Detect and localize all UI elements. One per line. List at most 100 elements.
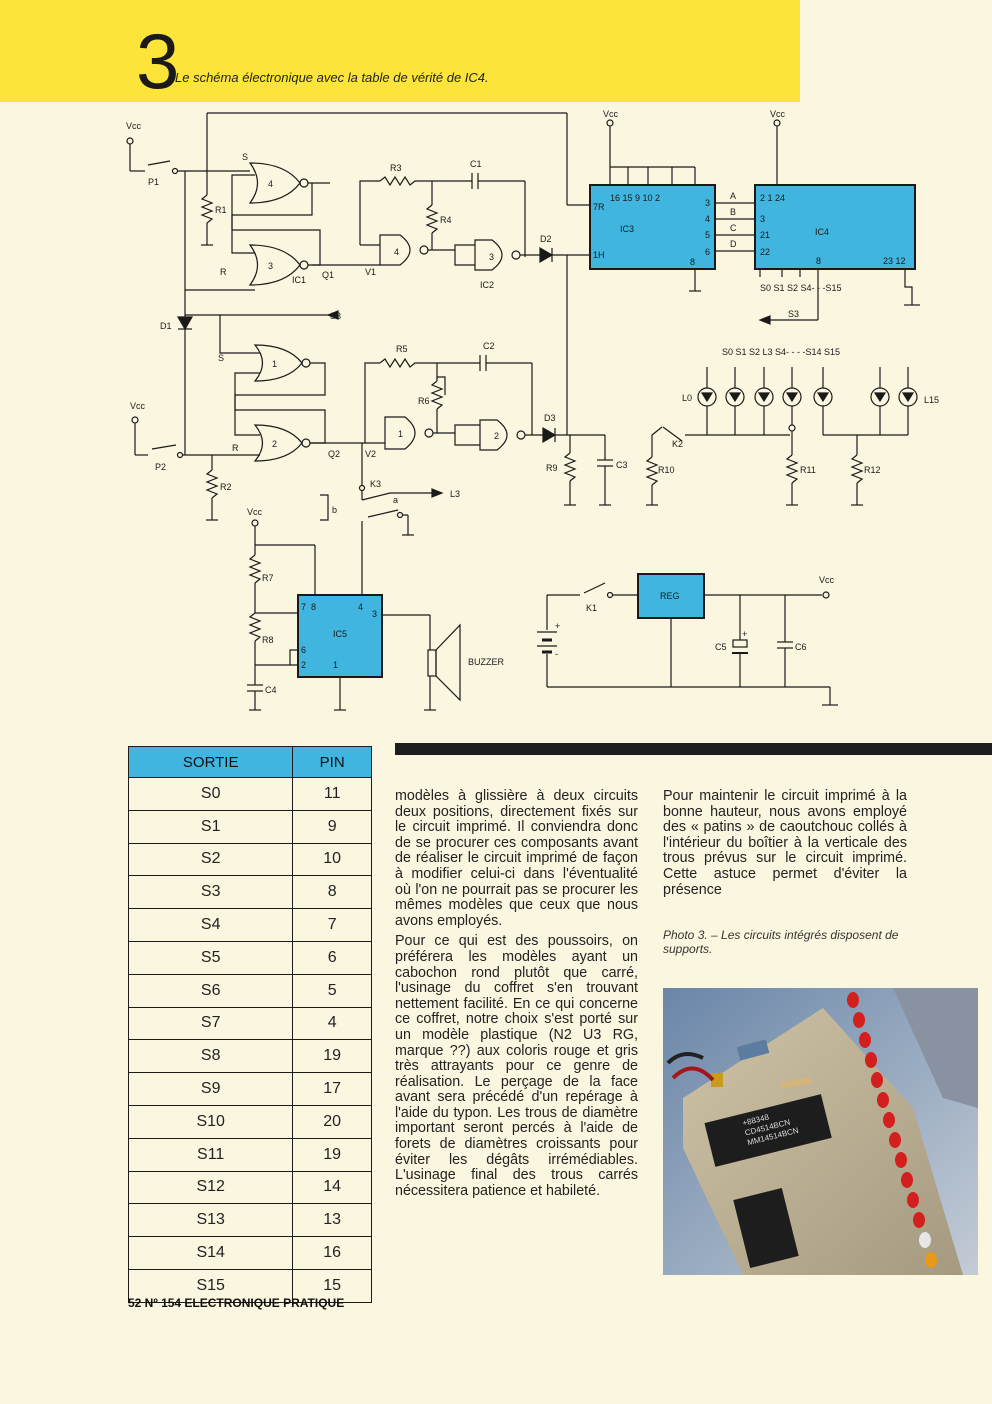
r7-label: R7 [262, 573, 274, 583]
k1-label: K1 [586, 603, 597, 613]
c6-label: C6 [795, 642, 807, 652]
ic5-label: IC5 [333, 629, 347, 639]
cell-output: S7 [127, 1006, 294, 1041]
article-column-1: modèles à glissière à deux circuits deux… [395, 788, 638, 1204]
section-rule [395, 743, 992, 755]
s-label-1: S [242, 152, 248, 162]
bus-b: B [730, 207, 736, 217]
article-column-2: Pour maintenir le circuit imprimé à la b… [663, 788, 907, 903]
r4-label: R4 [440, 215, 452, 225]
battery-plus: + [555, 621, 560, 631]
cell-output: S0 [127, 777, 294, 811]
gate4-label: 4 [268, 179, 273, 189]
cell-pin: 8 [292, 875, 372, 910]
page-footer: 52 Nº 154 ELECTRONIQUE PRATIQUE [128, 1296, 345, 1310]
black-wire [666, 1052, 704, 1065]
ic4-pin22: 22 [760, 247, 770, 257]
vcc-label-reg: Vcc [819, 575, 835, 585]
k3-b-label: b [332, 505, 337, 515]
led-row [697, 387, 918, 407]
circuit-schematic: Vcc P1 R1 D1 4 S 3 IC1 R Q1 S3 4 V1 R3 C… [126, 109, 939, 711]
buzzer-body [427, 649, 437, 677]
ic4-pin2312: 23 12 [883, 256, 906, 266]
s3-out-label: S3 [788, 309, 799, 319]
cell-pin: 4 [292, 1006, 372, 1041]
nand1-label: 1 [398, 429, 403, 439]
article-paragraph: Pour ce qui est des poussoirs, on préfér… [395, 933, 638, 1199]
cell-pin: 13 [292, 1203, 372, 1238]
p2-label: P2 [155, 462, 166, 472]
ic2-label: IC2 [480, 280, 494, 290]
c2-label: C2 [483, 341, 495, 351]
q1-label: Q1 [322, 270, 334, 280]
trimmer [711, 1073, 723, 1087]
r11-label: R11 [800, 465, 816, 475]
nor2-label: 2 [272, 439, 277, 449]
ic3-pin8: 8 [690, 257, 695, 267]
vcc-label-ic3: Vcc [603, 109, 619, 119]
cell-pin: 19 [292, 1137, 372, 1172]
cell-pin: 16 [292, 1236, 372, 1270]
nand2-label: 2 [494, 431, 499, 441]
ic5-pin1: 1 [333, 660, 338, 670]
gate3-label: 3 [268, 261, 273, 271]
ic4-pin8: 8 [816, 256, 821, 266]
ic-chip-small [733, 1187, 799, 1269]
buzzer-label: BUZZER [468, 657, 505, 667]
nand3-label: 3 [489, 252, 494, 262]
q2-label: Q2 [328, 449, 340, 459]
article-paragraph: modèles à glissière à deux circuits deux… [395, 788, 638, 929]
cell-output: S1 [127, 809, 294, 844]
r1-label: R1 [215, 205, 227, 215]
r-label-1: R [220, 267, 227, 277]
ic-chip-large [704, 1094, 832, 1167]
cell-pin: 14 [292, 1170, 372, 1205]
led-column [847, 992, 937, 1268]
ic3-label: IC3 [620, 224, 634, 234]
cell-pin: 7 [292, 908, 372, 942]
ic5-pin4: 4 [358, 602, 363, 612]
ic3-pin4: 4 [705, 214, 710, 224]
c4-label: C4 [265, 685, 277, 695]
reg-label: REG [660, 591, 680, 601]
s3-arrow-label: S3 [330, 311, 341, 321]
article-paragraph: Pour maintenir le circuit imprimé à la b… [663, 788, 907, 898]
k3-a-label: a [393, 495, 398, 505]
ic4-label: IC4 [815, 227, 829, 237]
cell-output: S2 [127, 842, 294, 877]
vcc-label-ic4: Vcc [770, 109, 786, 119]
vcc-label: Vcc [126, 121, 142, 131]
ic4-top-pins: 2 1 24 [760, 193, 785, 203]
c5-plus: + [742, 629, 747, 639]
cell-pin: 5 [292, 973, 372, 1008]
ic5-chip [297, 594, 383, 678]
cell-output: S13 [127, 1203, 294, 1238]
ic4-pin21: 21 [760, 230, 770, 240]
r6-label: R6 [418, 396, 430, 406]
l15-label: L15 [924, 395, 939, 405]
cell-pin: 17 [292, 1072, 372, 1106]
r-label-2: R [232, 443, 239, 453]
c1-label: C1 [470, 159, 482, 169]
ic5-pin6: 6 [301, 645, 306, 655]
ic5-pin2: 2 [301, 660, 306, 670]
cell-output: S9 [127, 1072, 294, 1106]
resistor [780, 1077, 812, 1089]
nand4-label: 4 [394, 247, 399, 257]
l0-label: L0 [682, 393, 692, 403]
red-wire [671, 1066, 715, 1082]
r9-label: R9 [546, 463, 558, 473]
bus-c: C [730, 223, 737, 233]
cell-output: S14 [127, 1236, 294, 1270]
r10-label: R10 [658, 465, 675, 475]
figure-caption: Le schéma électronique avec la table de … [175, 70, 489, 85]
